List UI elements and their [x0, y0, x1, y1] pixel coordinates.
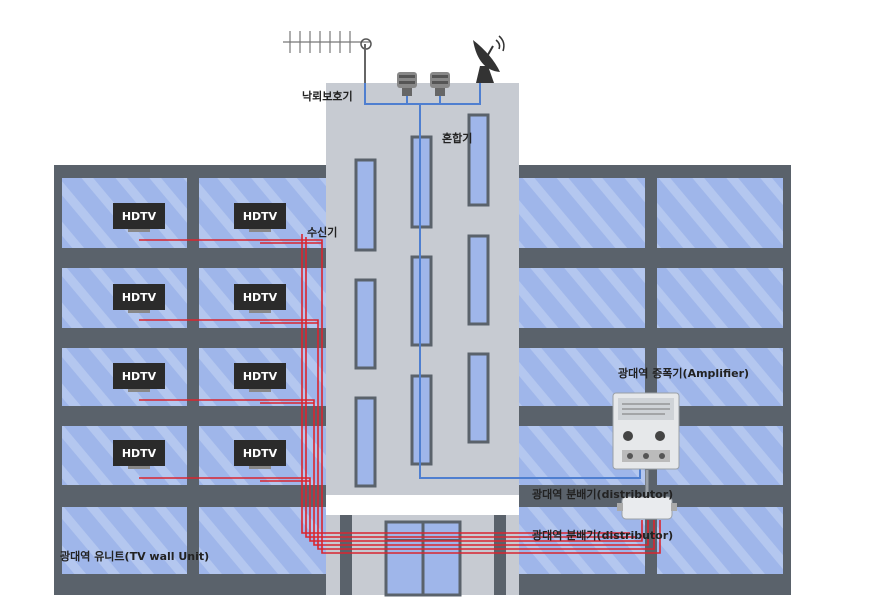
receiver-label: 수신기: [307, 226, 338, 239]
tv-label: HDTV: [243, 291, 278, 304]
tv-label: HDTV: [122, 291, 157, 304]
distributor-device-icon: [617, 470, 677, 520]
tv-set: HDTV: [113, 284, 165, 313]
amplifier-label: 광대역 증폭기(Amplifier): [618, 367, 750, 380]
tv-label: HDTV: [243, 210, 278, 223]
tv-label: HDTV: [122, 447, 157, 460]
wall-unit-label: 광대역 유니트(TV wall Unit): [60, 550, 210, 563]
lightning-protector-label: 낙뢰보호기: [302, 90, 353, 103]
amplifier-device-icon: [612, 392, 680, 470]
tv-set: HDTV: [113, 203, 165, 232]
distributor-label-2: 광대역 분배기(distributor): [532, 529, 674, 542]
tv-set: HDTV: [234, 363, 286, 392]
tv-set: HDTV: [234, 203, 286, 232]
tv-set: HDTV: [234, 440, 286, 469]
mixer-label: 혼합기: [442, 132, 473, 145]
distribution-cable: [139, 234, 661, 554]
tv-label: HDTV: [243, 447, 278, 460]
center-tower: [326, 83, 519, 597]
right-wing: [519, 165, 791, 595]
tv-group: HDTV HDTV HDTV HDTV HDTV HDTV: [113, 203, 286, 469]
distributor-label-1: 광대역 분배기(distributor): [532, 488, 674, 501]
tv-label: HDTV: [122, 210, 157, 223]
tv-set: HDTV: [234, 284, 286, 313]
tv-label: HDTV: [243, 370, 278, 383]
tv-label: HDTV: [122, 370, 157, 383]
yagi-antenna-icon: [283, 31, 372, 83]
tv-set: HDTV: [113, 440, 165, 469]
lightning-protector-icon: [397, 72, 450, 96]
satellite-dish-icon: [473, 35, 505, 83]
tv-set: HDTV: [113, 363, 165, 392]
